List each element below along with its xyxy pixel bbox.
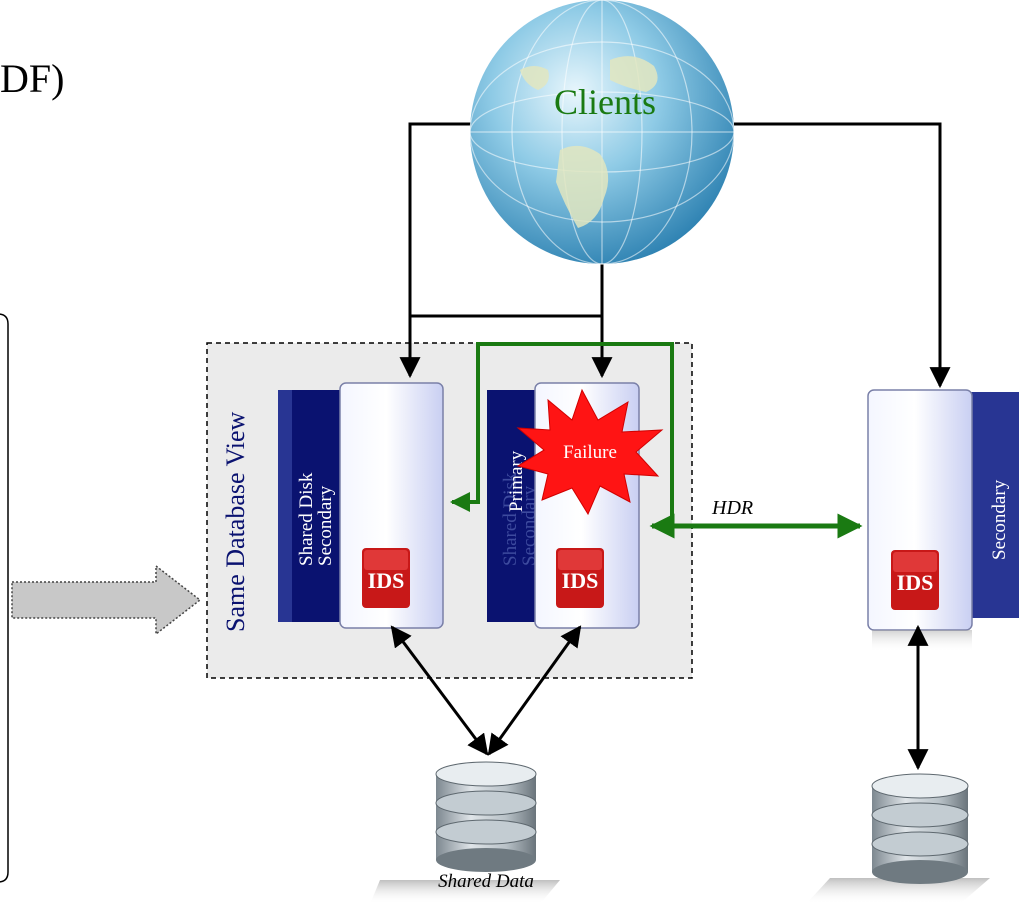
server-hdr-secondary: Secondary IDS	[867, 389, 1019, 652]
client-lines	[399, 122, 951, 389]
ids-logo: IDS	[556, 548, 604, 608]
failover-redirect-line	[450, 342, 674, 528]
ids-logo-text: IDS	[562, 568, 599, 593]
database-icon	[806, 773, 990, 904]
ids-logo-text: IDS	[897, 570, 934, 595]
hdr-link: HDR	[649, 497, 863, 539]
same-database-view-label: Same Database View	[221, 411, 250, 632]
database-icon	[370, 761, 560, 904]
server-sds: Shared Disk Secondary IDS	[278, 382, 444, 629]
title-fragment: DF)	[0, 56, 64, 101]
ids-logo-text: IDS	[368, 568, 405, 593]
primary-ghost-line1: Shared Disk	[500, 472, 521, 566]
left-panel-edge	[0, 313, 9, 883]
ids-logo: IDS	[891, 550, 939, 610]
clients-label: Clients	[554, 82, 656, 122]
primary-role: Primary	[506, 450, 527, 512]
sds-role-line2: Secondary	[315, 485, 336, 566]
shared-data-label: Shared Data	[438, 871, 534, 892]
failure-label: Failure	[563, 442, 617, 463]
failure-burst-icon: Failure	[516, 388, 664, 516]
gray-transition-arrow	[11, 564, 202, 636]
ids-logo: IDS	[362, 548, 410, 608]
storage-links	[390, 624, 929, 771]
hdr-label: HDR	[711, 497, 753, 519]
sds-role-line1: Shared Disk	[296, 472, 317, 566]
hdr-secondary-role: Secondary	[989, 479, 1010, 560]
globe-icon: Clients	[469, 0, 735, 265]
